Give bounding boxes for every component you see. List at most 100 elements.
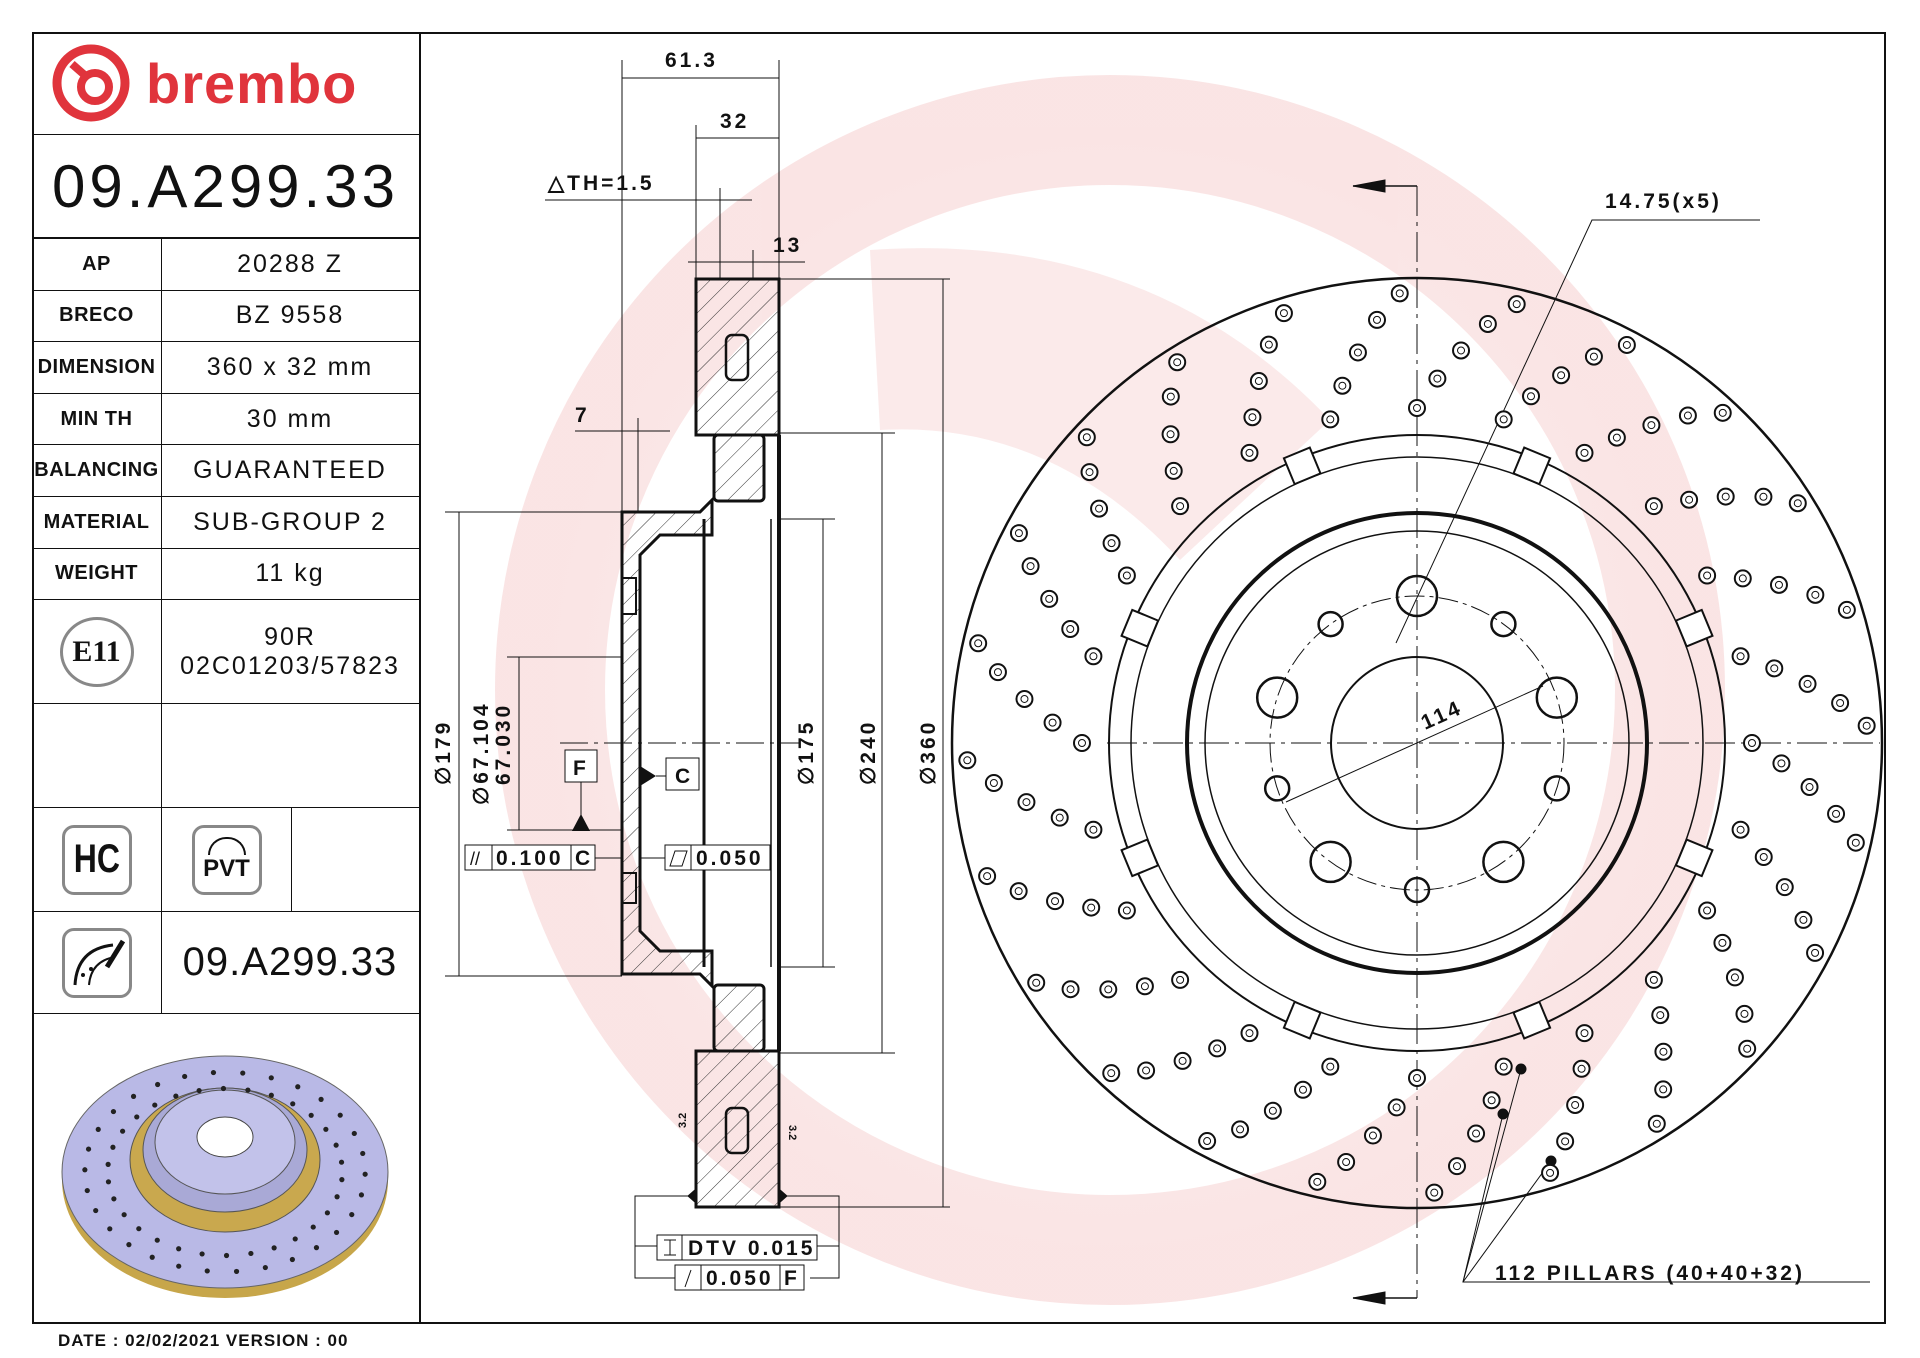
svg-text:0.050: 0.050 (696, 847, 764, 870)
render-drill-hole (360, 1150, 366, 1157)
render-drill-hole (292, 1236, 298, 1242)
drill-hole (1716, 487, 1735, 506)
drill-hole-center (1780, 883, 1789, 892)
spec-label: WEIGHT (55, 562, 138, 585)
drill-hole (1137, 1061, 1156, 1080)
spec-value: SUB-GROUP 2 (193, 507, 387, 536)
spec-value-cell: SUB-GROUP 2 (161, 497, 419, 549)
drill-hole-center (1659, 1047, 1668, 1056)
drill-hole-center (1433, 374, 1442, 383)
spec-value: GUARANTEED (193, 456, 387, 485)
drill-hole-center (1140, 982, 1149, 991)
drill-hole-center (1089, 825, 1098, 834)
render-drill-hole (95, 1126, 101, 1133)
render-drill-hole (337, 1112, 343, 1118)
drill-hole-center (1055, 813, 1064, 822)
dim-d240: ∅240 (857, 720, 880, 785)
drill-hole (1240, 443, 1259, 462)
drill-hole (1541, 1163, 1560, 1182)
render-drill-hole (289, 1256, 295, 1263)
render-drill-hole (82, 1167, 88, 1173)
drill-hole (1102, 534, 1121, 553)
hat-profile (620, 496, 714, 990)
spec-value-cell: 20288 Z (161, 239, 419, 291)
hc-badge: HC (61, 824, 132, 895)
drill-hole (1173, 1051, 1192, 1070)
drill-hole (1363, 1126, 1382, 1145)
runout-ref: F (784, 1267, 800, 1290)
render-drill-hole (93, 1207, 99, 1214)
hat-outer (1185, 511, 1649, 975)
drill-hole-center (1499, 415, 1508, 424)
render-drill-hole (210, 1069, 217, 1076)
drill-hole (1171, 970, 1190, 989)
render-drill-hole (349, 1211, 355, 1218)
spec-label-cell: MIN TH (32, 394, 161, 446)
render-drill-hole (338, 1159, 345, 1165)
hat-notch (1282, 446, 1322, 486)
section-view (445, 60, 950, 1209)
hc-label: HC (73, 837, 120, 881)
drill-hole-center (1026, 562, 1035, 571)
drill-hole-center (1107, 539, 1116, 548)
drill-hole (1507, 295, 1526, 314)
drill-hole (1556, 1132, 1575, 1151)
drill-hole-center (983, 872, 992, 881)
marking-part-number: 09.A299.33 (161, 912, 419, 1014)
drill-hole (1017, 793, 1036, 812)
drill-hole (1644, 497, 1663, 516)
dim-slot-offset: 13 (773, 234, 802, 257)
drill-hole-center (1085, 468, 1094, 477)
drill-hole-center (1245, 1029, 1254, 1038)
render-drill-hole (110, 1144, 116, 1150)
drill-hole-center (1777, 759, 1786, 768)
dim-hat-wall: 7 (575, 404, 590, 427)
drill-hole (1321, 1057, 1340, 1076)
datum-c-label: C (675, 765, 693, 788)
render-drill-hole (248, 1250, 254, 1257)
drill-hole-center (1095, 504, 1104, 513)
render-drill-hole (85, 1146, 92, 1152)
spec-label: MIN TH (60, 407, 133, 430)
render-drill-hole (154, 1237, 160, 1243)
drill-hole-center (1803, 679, 1812, 688)
svg-text:0.100: 0.100 (496, 847, 564, 870)
drill-hole (1478, 314, 1497, 333)
marking-text: 09.A299.33 (182, 940, 398, 984)
drill-hole (1117, 566, 1136, 585)
spec-label-cell: AP (32, 239, 161, 291)
drill-hole (1333, 376, 1352, 395)
drill-hole (978, 867, 997, 886)
drill-hole (1552, 366, 1571, 385)
drill-hole-center (1770, 664, 1779, 673)
e11-label: E11 (72, 634, 121, 668)
hat-notch (1512, 446, 1552, 486)
drill-hole-center (1338, 381, 1347, 390)
center-bore (1330, 656, 1504, 830)
drill-hole (1467, 1124, 1486, 1143)
drill-hole-center (1499, 1062, 1508, 1071)
drill-hole-center (1659, 1085, 1668, 1094)
drill-hole-center (1313, 1177, 1322, 1186)
drill-hole-center (1014, 887, 1023, 896)
drill-hole-center (1577, 1064, 1586, 1073)
wheel-bolt-hole (1395, 574, 1439, 618)
friction-inner-edge (1108, 434, 1726, 1052)
drill-hole (1644, 970, 1663, 989)
drill-hole (1607, 428, 1626, 447)
render-drill-hole (173, 1093, 179, 1099)
svg-text://: // (470, 849, 480, 869)
drill-hole (1617, 335, 1636, 354)
drill-hole (1161, 387, 1180, 406)
drill-hole-center (1169, 466, 1178, 475)
render-drill-hole (220, 1085, 227, 1092)
drill-hole-center (1107, 1069, 1116, 1078)
render-drill-hole (182, 1073, 188, 1080)
hat-notch (1120, 608, 1160, 648)
drill-hole (1738, 1039, 1757, 1058)
drill-hole (1117, 901, 1136, 920)
drill-hole-center (1561, 1137, 1570, 1146)
drill-hole-center (1512, 300, 1521, 309)
drill-hole (1846, 833, 1865, 852)
drill-hole (1584, 347, 1603, 366)
